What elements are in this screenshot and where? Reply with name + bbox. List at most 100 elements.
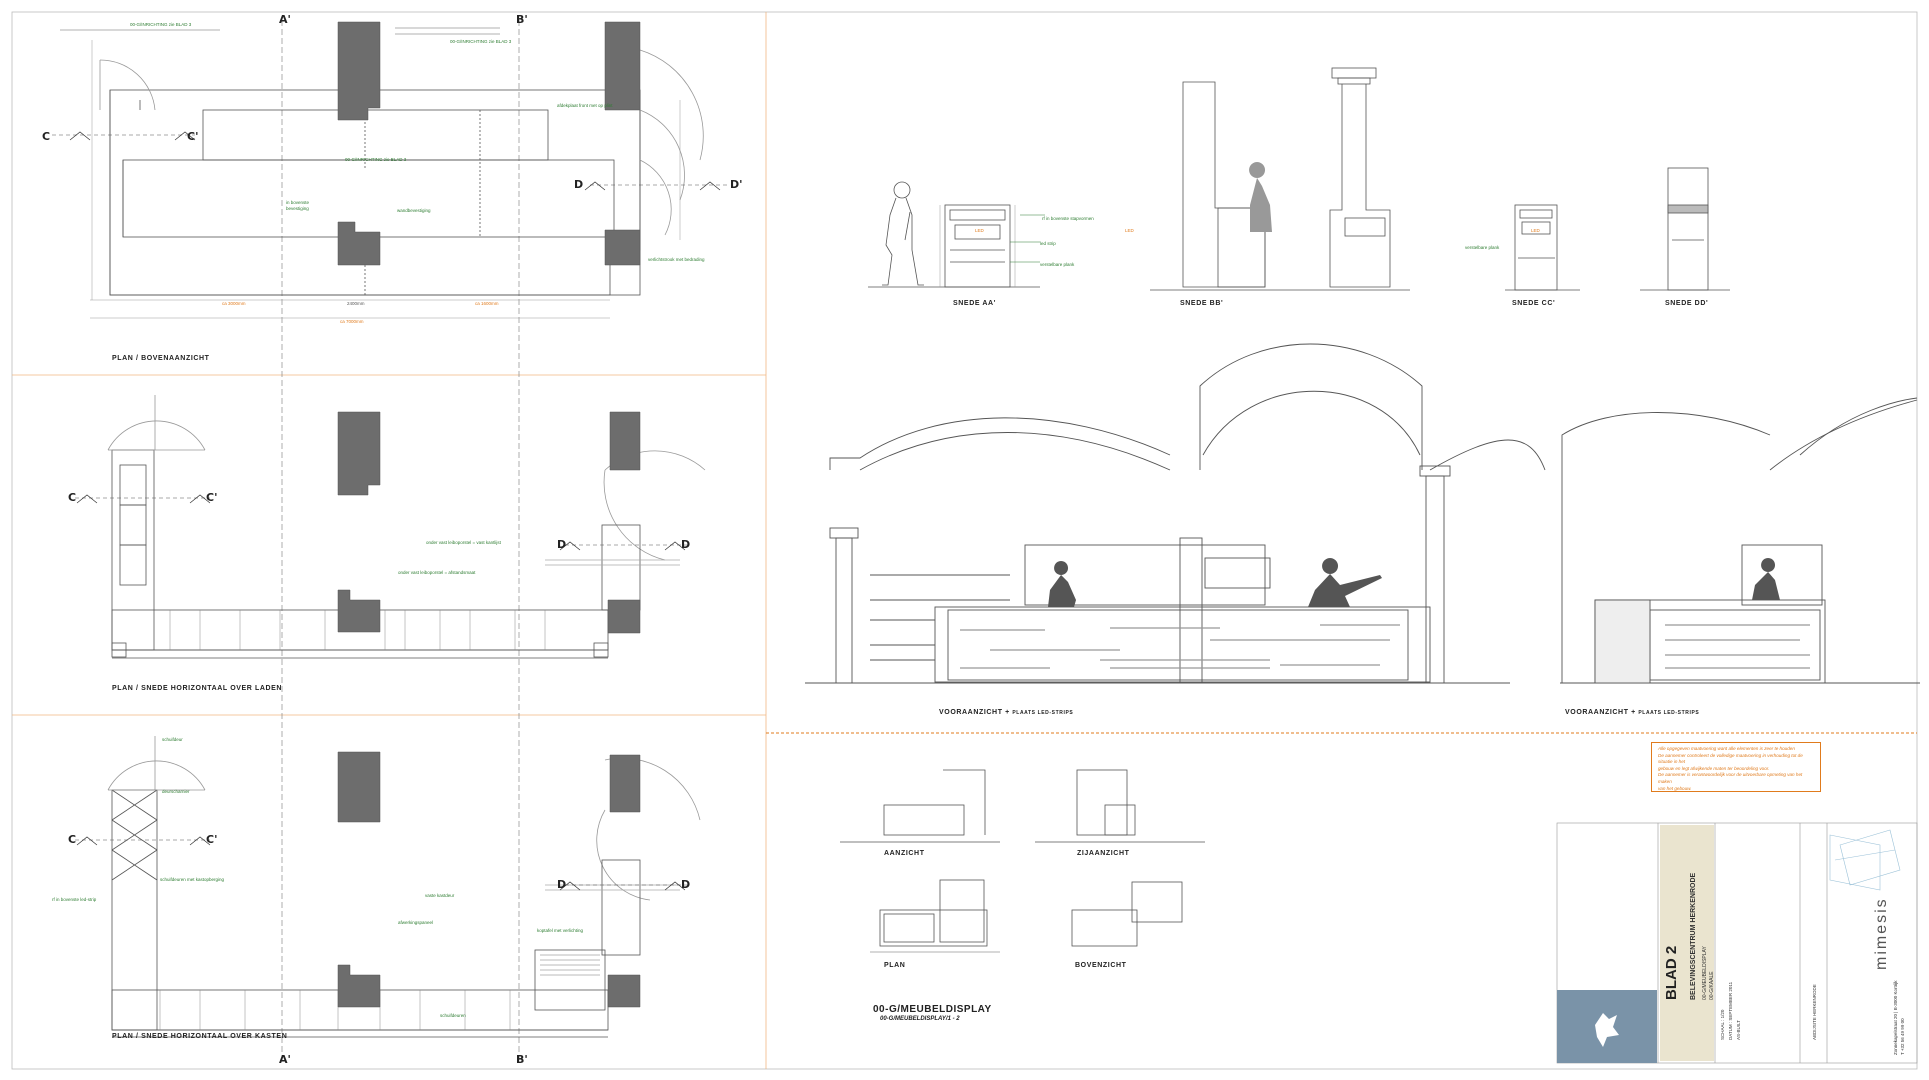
address: Zonnekapelstraat 20 | B-3000 Kortrijk (1893, 980, 1898, 1055)
elevation-front-2 (1560, 397, 1920, 684)
detail-plan (870, 879, 1000, 953)
note-line: Alle opgegeven maatvoering want alle ele… (1658, 746, 1795, 751)
section-bb-title: SNEDE BB' (1180, 300, 1224, 307)
general-notes: Alle opgegeven maatvoering want alle ele… (1651, 742, 1821, 792)
designer-logo: mimesis (1873, 897, 1890, 970)
annotation: 00-G/INRICHTING zie BLAD 3 (450, 39, 512, 44)
subject-1: 00-G/MEUBELDISPLAY (1702, 946, 1708, 1000)
section-aa (868, 181, 1045, 288)
annotation: onder vast leiboporstel = afstandsmaat (398, 570, 476, 575)
section-mark-d-mid: D (557, 538, 567, 551)
annotation: led strip (1040, 241, 1056, 246)
detail-bovenzicht (1071, 881, 1183, 947)
annotation: in bovenste (286, 200, 310, 205)
person-pointing-elev1 (1308, 558, 1382, 607)
annotation: afwerkingspaneel (398, 920, 434, 925)
person-silhouette-bb (1249, 162, 1272, 232)
subject-2: 00-G/KAALE (1709, 971, 1715, 1000)
client: ABDIJSITE HERKENRODE (1812, 984, 1817, 1040)
section-mark-c-bot: C (68, 833, 77, 846)
section-bb (1150, 67, 1410, 291)
section-aa-title: SNEDE AA' (953, 300, 996, 307)
title-band (1660, 825, 1714, 1061)
annotation: schuifdeuren met kastopberging (160, 877, 225, 882)
elevation-front-1 (805, 343, 1546, 684)
detail-zijaanzicht (1035, 769, 1205, 843)
annotation: rf in bovenste stapvormen (1042, 216, 1094, 221)
led-tag: LED (975, 228, 984, 233)
phase: AS-BUILT (1736, 1020, 1741, 1040)
section-mark-d2-bot: D (681, 878, 691, 891)
annotation: verstelbare plank (1465, 245, 1500, 250)
mimesis-cube (1829, 829, 1901, 891)
elevation-2-title: VOORAANZICHT + PLAATS LED-STRIPS (1565, 709, 1700, 716)
title-block-frame (1556, 822, 1918, 1064)
section-dd (1640, 167, 1730, 291)
annotation: koptafel met verlichting (537, 928, 584, 933)
annotation: vaste kastdeur (425, 893, 455, 898)
note-line: De aannemer controleert de volledige maa… (1658, 752, 1803, 765)
scale: SCHAAL : 1/20 (1720, 1009, 1725, 1040)
annotation: schuifdeuren (440, 1013, 466, 1018)
section-mark-d2-top: D' (730, 178, 743, 191)
annotation: verlichtstrook met bedrading (648, 257, 705, 262)
section-mark-c2-top: C' (187, 130, 199, 143)
drawing-id: 00-G/MEUBELDISPLAY (873, 1004, 992, 1015)
dimension: ca 1600mm (475, 301, 499, 306)
led-tag: LED (1125, 228, 1134, 233)
dimension: ca 7000mm (340, 319, 364, 324)
annotation: wandbevestiging (397, 208, 431, 213)
annotation: 00-G/INRICHTING zie BLAD 3 (345, 157, 407, 162)
wall-columns-top (337, 21, 641, 266)
plan-middle-title: PLAN / SNEDE HORIZONTAAL OVER LADEN (112, 685, 283, 692)
section-dd-title: SNEDE DD' (1665, 300, 1709, 307)
drawer-divisions (169, 610, 546, 650)
detail-aanzicht (840, 769, 1000, 843)
detail-zijaanzicht-title: ZIJAANZICHT (1077, 850, 1130, 857)
annotation: rf in bovenste led-strip (52, 897, 97, 902)
project-name: BELEVINGSCENTRUM HERKENRODE (1690, 872, 1697, 1000)
section-cc-title: SNEDE CC' (1512, 300, 1556, 307)
annotation: verstelbare plank (1040, 262, 1075, 267)
section-mark-a-top: A' (279, 13, 291, 26)
led-strips-1 (960, 624, 1400, 669)
annotation: 00-G/INRICHTING zie BLAD 3 (130, 22, 192, 27)
annotation: afdekplaat front met op plint (557, 103, 613, 108)
section-mark-a-bottom: A' (279, 1053, 291, 1066)
plan-bottom (107, 736, 701, 1038)
date: DATUM : SEPTEMBER 2011 (1728, 981, 1733, 1040)
person-silhouette-elev1 (1048, 561, 1076, 607)
section-mark-d2-mid: D (681, 538, 691, 551)
dimension: 2400mm (347, 301, 365, 306)
plan-top-title: PLAN / BOVENAANZICHT (112, 355, 210, 362)
plan-middle (107, 395, 706, 659)
section-mark-b-bottom: B' (516, 1053, 528, 1066)
note-line: van het gebouw. (1658, 785, 1692, 791)
section-mark-c2-bot: C' (206, 833, 218, 846)
logo-figure (1595, 1013, 1619, 1047)
annotation: schuifdeur (162, 737, 183, 742)
section-mark-c-top: C (42, 130, 51, 143)
detail-aanzicht-title: AANZICHT (884, 850, 925, 857)
elevation-1-title: VOORAANZICHT + PLAATS LED-STRIPS (939, 709, 1074, 716)
wall-columns-bottom (337, 751, 641, 1008)
phone: T +32 56 49 99 00 (1900, 1018, 1905, 1055)
section-mark-c-mid: C (68, 491, 77, 504)
annotation: onder vast leiboporstel = vast kantlijst (426, 540, 501, 545)
person-silhouette-elev2 (1752, 558, 1780, 600)
plan-bottom-title: PLAN / SNEDE HORIZONTAAL OVER KASTEN (112, 1033, 288, 1040)
drawing-id-sub: 00-G/MEUBELDISPLAY/1 - 2 (880, 1016, 960, 1022)
section-mark-d-bot: D (557, 878, 567, 891)
section-mark-c2-mid: C' (206, 491, 218, 504)
detail-bovenzicht-title: BOVENZICHT (1075, 962, 1127, 969)
sheet-number: BLAD 2 (1663, 945, 1680, 1000)
annotation: bevestiging (286, 206, 309, 211)
section-line-a (281, 20, 520, 1060)
annotation: deurscharnier (162, 789, 190, 794)
dimension: ca 3000mm (222, 301, 246, 306)
detail-plan-title: PLAN (884, 962, 906, 969)
section-cc (1505, 204, 1580, 291)
section-mark-b-top: B' (516, 13, 528, 26)
